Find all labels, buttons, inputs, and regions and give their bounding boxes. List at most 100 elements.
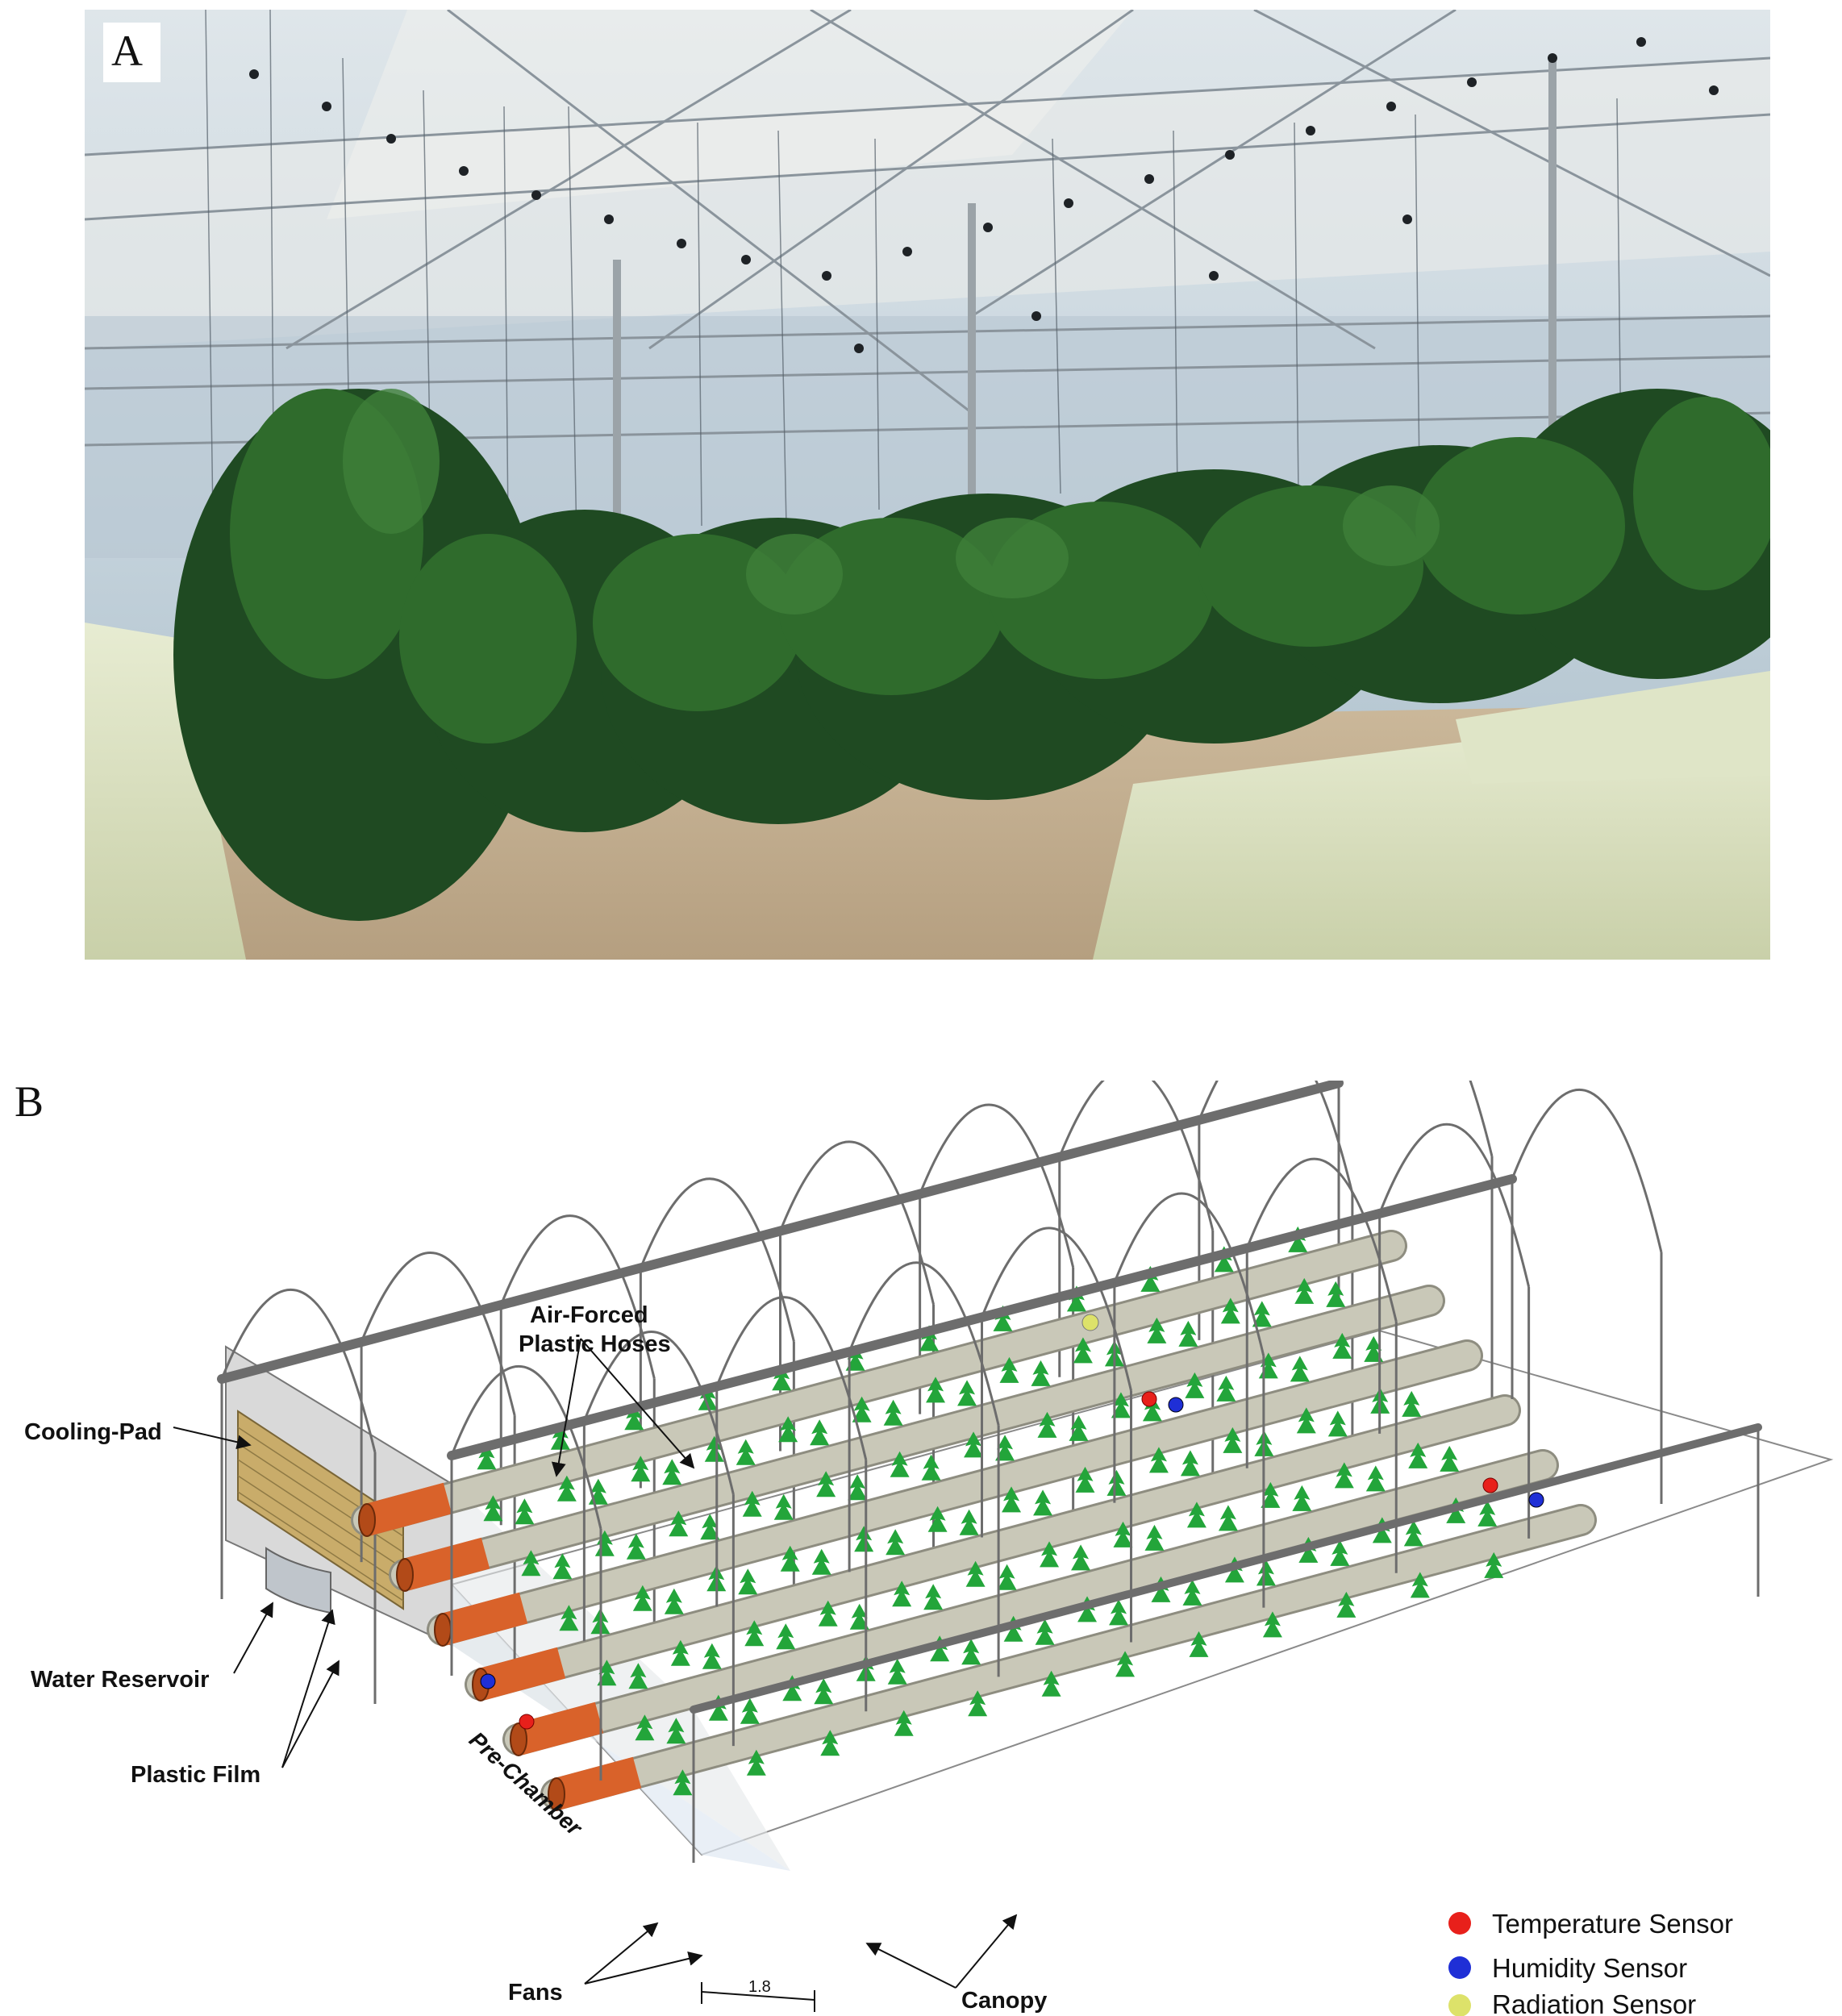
plant [626, 1533, 646, 1560]
plant [1402, 1390, 1422, 1417]
plant [1252, 1301, 1272, 1327]
plant [1290, 1356, 1310, 1382]
plant [968, 1690, 988, 1717]
plant [957, 1380, 977, 1406]
plant [1035, 1618, 1055, 1645]
plant [698, 1384, 718, 1410]
plant [921, 1454, 941, 1481]
fan [514, 1702, 604, 1756]
air-hose [353, 1232, 1405, 1534]
plant [1109, 1599, 1129, 1626]
humidity-sensor [480, 1673, 496, 1689]
front-bay-arch [450, 1364, 602, 1530]
plant [820, 1730, 840, 1756]
plant [738, 1568, 758, 1595]
plant [1327, 1410, 1348, 1437]
plant [1440, 1445, 1460, 1472]
plant [632, 1585, 652, 1611]
fan [362, 1482, 452, 1536]
air-hose [467, 1397, 1519, 1698]
plant [1041, 1670, 1061, 1697]
label-cooling-pad: Cooling-Pad [24, 1419, 162, 1445]
front-bay-arch [848, 1261, 1000, 1426]
plant [780, 1545, 800, 1572]
plant [818, 1600, 838, 1627]
plant [1334, 1462, 1354, 1489]
back-bay-arch [499, 1214, 656, 1379]
plant [670, 1639, 690, 1666]
label-canopy: Canopy [961, 1988, 1047, 2014]
plant [814, 1678, 834, 1705]
plant [552, 1553, 573, 1580]
plant [1073, 1337, 1093, 1364]
plant [1336, 1591, 1356, 1618]
plant [1182, 1579, 1202, 1606]
plant [740, 1697, 760, 1724]
plant [635, 1714, 655, 1741]
back-bay-arch [1337, 1081, 1494, 1157]
radiation-sensor [1081, 1314, 1099, 1331]
plant [1296, 1407, 1316, 1434]
front-bay-arch [1245, 1157, 1398, 1322]
plant [964, 1431, 984, 1458]
plant [1223, 1427, 1243, 1453]
plant [559, 1605, 579, 1631]
plant [1106, 1469, 1127, 1496]
front-bay-arch [1113, 1192, 1265, 1356]
greenhouse-diagram: Air-Forced Plastic Hoses Cooling-Pad Wat… [24, 1081, 1834, 2016]
plant [811, 1548, 831, 1575]
plant [1180, 1450, 1200, 1477]
plant [999, 1356, 1019, 1383]
back-bay-arch [220, 1288, 377, 1453]
plant [708, 1694, 728, 1721]
plant [852, 1396, 872, 1422]
plant [704, 1435, 724, 1462]
plant [550, 1423, 570, 1450]
panel-b-letter: B [15, 1077, 44, 1126]
plant [926, 1377, 946, 1403]
plant [1115, 1651, 1136, 1677]
plant [848, 1474, 868, 1501]
hose-group [351, 1230, 1597, 1811]
plant [927, 1506, 948, 1532]
plant [810, 1419, 830, 1446]
callouts [173, 1338, 1018, 1989]
plant [930, 1635, 950, 1662]
temperature-sensor [1482, 1477, 1498, 1493]
plant [959, 1509, 979, 1535]
plant [1075, 1466, 1095, 1493]
plant [773, 1493, 794, 1520]
plant [965, 1560, 986, 1587]
legend: Temperature Sensor Humidity Sensor Radia… [1448, 1909, 1733, 2016]
plant [816, 1471, 836, 1497]
legend-humidity: Humidity Sensor [1492, 1953, 1687, 1983]
back-bay-arch [639, 1177, 795, 1342]
plant [1069, 1414, 1089, 1441]
plant [1186, 1502, 1206, 1528]
back-bay-arch [779, 1140, 935, 1305]
plant [887, 1658, 907, 1685]
frame-front-arches [447, 1088, 1762, 1863]
plant [628, 1663, 648, 1689]
plant [892, 1581, 912, 1607]
plant [702, 1643, 722, 1669]
front-bay-arch [981, 1227, 1132, 1391]
sensors [480, 1314, 1544, 1730]
fan-face [548, 1777, 565, 1811]
plant [1484, 1552, 1504, 1578]
plant [742, 1490, 762, 1517]
plant [1216, 1375, 1236, 1402]
plant [483, 1495, 503, 1522]
plant [669, 1510, 689, 1537]
plant [746, 1749, 766, 1776]
plant [1292, 1485, 1312, 1511]
legend-swatch-temperature [1448, 1912, 1471, 1935]
plant [1178, 1320, 1198, 1347]
label-air-forced: Air-Forced [530, 1302, 648, 1328]
air-hose [505, 1452, 1557, 1753]
plant [700, 1514, 720, 1540]
fan [552, 1756, 642, 1810]
plant [772, 1364, 792, 1391]
plant [1002, 1486, 1022, 1513]
air-hose [543, 1506, 1594, 1808]
